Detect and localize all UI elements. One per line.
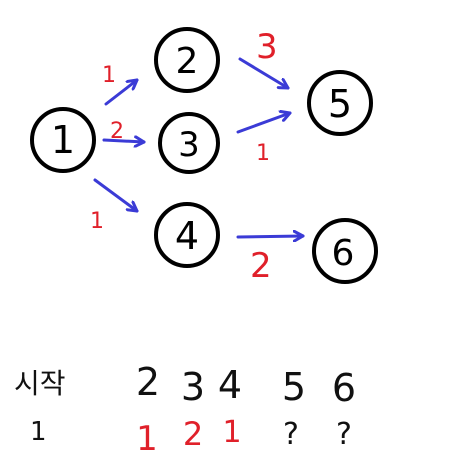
- node-1-circle: [30, 107, 96, 173]
- node-5-circle: [307, 70, 373, 136]
- node-6-circle: [312, 218, 378, 284]
- node-5-label: 5: [328, 82, 352, 126]
- node-4-label: 4: [175, 214, 199, 258]
- node-3: 3: [158, 112, 220, 174]
- table-header-4: 4: [218, 363, 242, 407]
- edge-3-5: [236, 113, 292, 134]
- table-value-6: ?: [336, 417, 352, 452]
- edge-weights: 1 2 1 3 1 2: [90, 27, 278, 286]
- weight-label-3-5: 1: [256, 141, 270, 166]
- edge-1-4: [93, 178, 139, 213]
- table-start-header: 시작: [14, 367, 66, 400]
- node-2-label: 2: [176, 41, 199, 82]
- table-header-3: 3: [181, 365, 205, 409]
- node-2: 2: [154, 27, 220, 93]
- node-1: 1: [30, 107, 96, 173]
- distance-table: 시작 1 2 3 4 5 6 1 2 1 ? ?: [14, 360, 356, 455]
- node-1-label: 1: [51, 118, 75, 162]
- edge-2-5: [238, 57, 290, 90]
- weight-label-1-2: 1: [102, 63, 116, 88]
- node-4: 4: [154, 202, 220, 268]
- node-2-circle: [154, 27, 220, 93]
- table-header-5: 5: [282, 365, 306, 409]
- node-6-label: 6: [332, 233, 355, 274]
- edge-1-2: [104, 78, 139, 106]
- node-3-label: 3: [178, 125, 200, 165]
- table-header-2: 2: [136, 360, 160, 404]
- table-header-6: 6: [332, 366, 356, 410]
- edge-1-3: [102, 140, 146, 142]
- nodes: 1 2 3 4 5 6: [30, 27, 378, 284]
- node-5: 5: [307, 70, 373, 136]
- edge-4-6: [236, 236, 305, 237]
- table-value-4: 1: [222, 415, 241, 450]
- weight-label-1-4: 1: [90, 209, 104, 234]
- table-value-2: 1: [136, 419, 158, 455]
- weight-label-1-3: 2: [110, 119, 124, 144]
- table-value-3: 2: [183, 415, 203, 453]
- table-value-5: ?: [283, 417, 299, 452]
- table-start-value: 1: [30, 417, 47, 447]
- weight-label-4-6: 2: [250, 246, 272, 286]
- node-4-circle: [154, 202, 220, 268]
- weight-label-2-5: 3: [256, 27, 278, 67]
- edges: [93, 57, 305, 237]
- node-6: 6: [312, 218, 378, 284]
- node-3-circle: [158, 112, 220, 174]
